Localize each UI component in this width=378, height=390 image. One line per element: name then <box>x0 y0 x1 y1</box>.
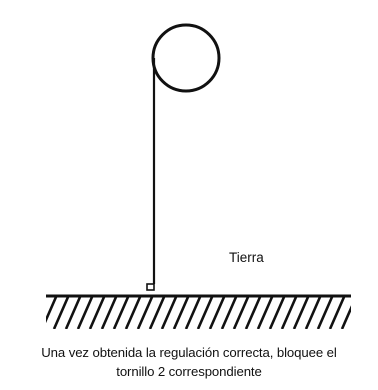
caption-line-2: tornillo 2 correspondiente <box>116 364 262 379</box>
caption: Una vez obtenida la regulación correcta,… <box>0 343 378 381</box>
hatch-stroke <box>124 297 142 329</box>
pulley-wheel <box>151 23 221 93</box>
hatch-stroke <box>30 297 44 329</box>
ground-label: Tierra <box>229 250 264 265</box>
hatch-stroke <box>256 297 274 329</box>
hatch-stroke <box>220 297 238 329</box>
hatch-stroke <box>208 297 226 329</box>
hatch-stroke <box>340 305 351 329</box>
hatch-stroke <box>88 297 106 329</box>
hatch-stroke <box>172 297 190 329</box>
hatch-stroke <box>148 297 166 329</box>
hatch-stroke <box>184 297 202 329</box>
hatch-stroke <box>232 297 250 329</box>
hatch-stroke <box>268 297 286 329</box>
hatch-stroke <box>112 297 130 329</box>
hatch-stroke <box>354 297 368 329</box>
hatch-stroke <box>304 297 322 329</box>
hatch-stroke <box>46 297 58 324</box>
hatch-stroke <box>76 297 94 329</box>
hatch-stroke <box>316 297 334 329</box>
hatch-stroke <box>52 297 70 329</box>
hatch-stroke <box>244 297 262 329</box>
hatch-stroke <box>292 297 310 329</box>
ground-hatching <box>30 297 378 329</box>
hatch-stroke <box>328 297 346 329</box>
hatch-stroke <box>366 297 378 329</box>
hatch-stroke <box>160 297 178 329</box>
hatch-stroke <box>100 297 118 329</box>
hatch-stroke <box>136 297 154 329</box>
anchor-bracket <box>146 283 155 291</box>
hatch-stroke <box>280 297 298 329</box>
hatch-stroke <box>196 297 214 329</box>
hatch-stroke <box>64 297 82 329</box>
caption-line-1: Una vez obtenida la regulación correcta,… <box>41 345 337 360</box>
